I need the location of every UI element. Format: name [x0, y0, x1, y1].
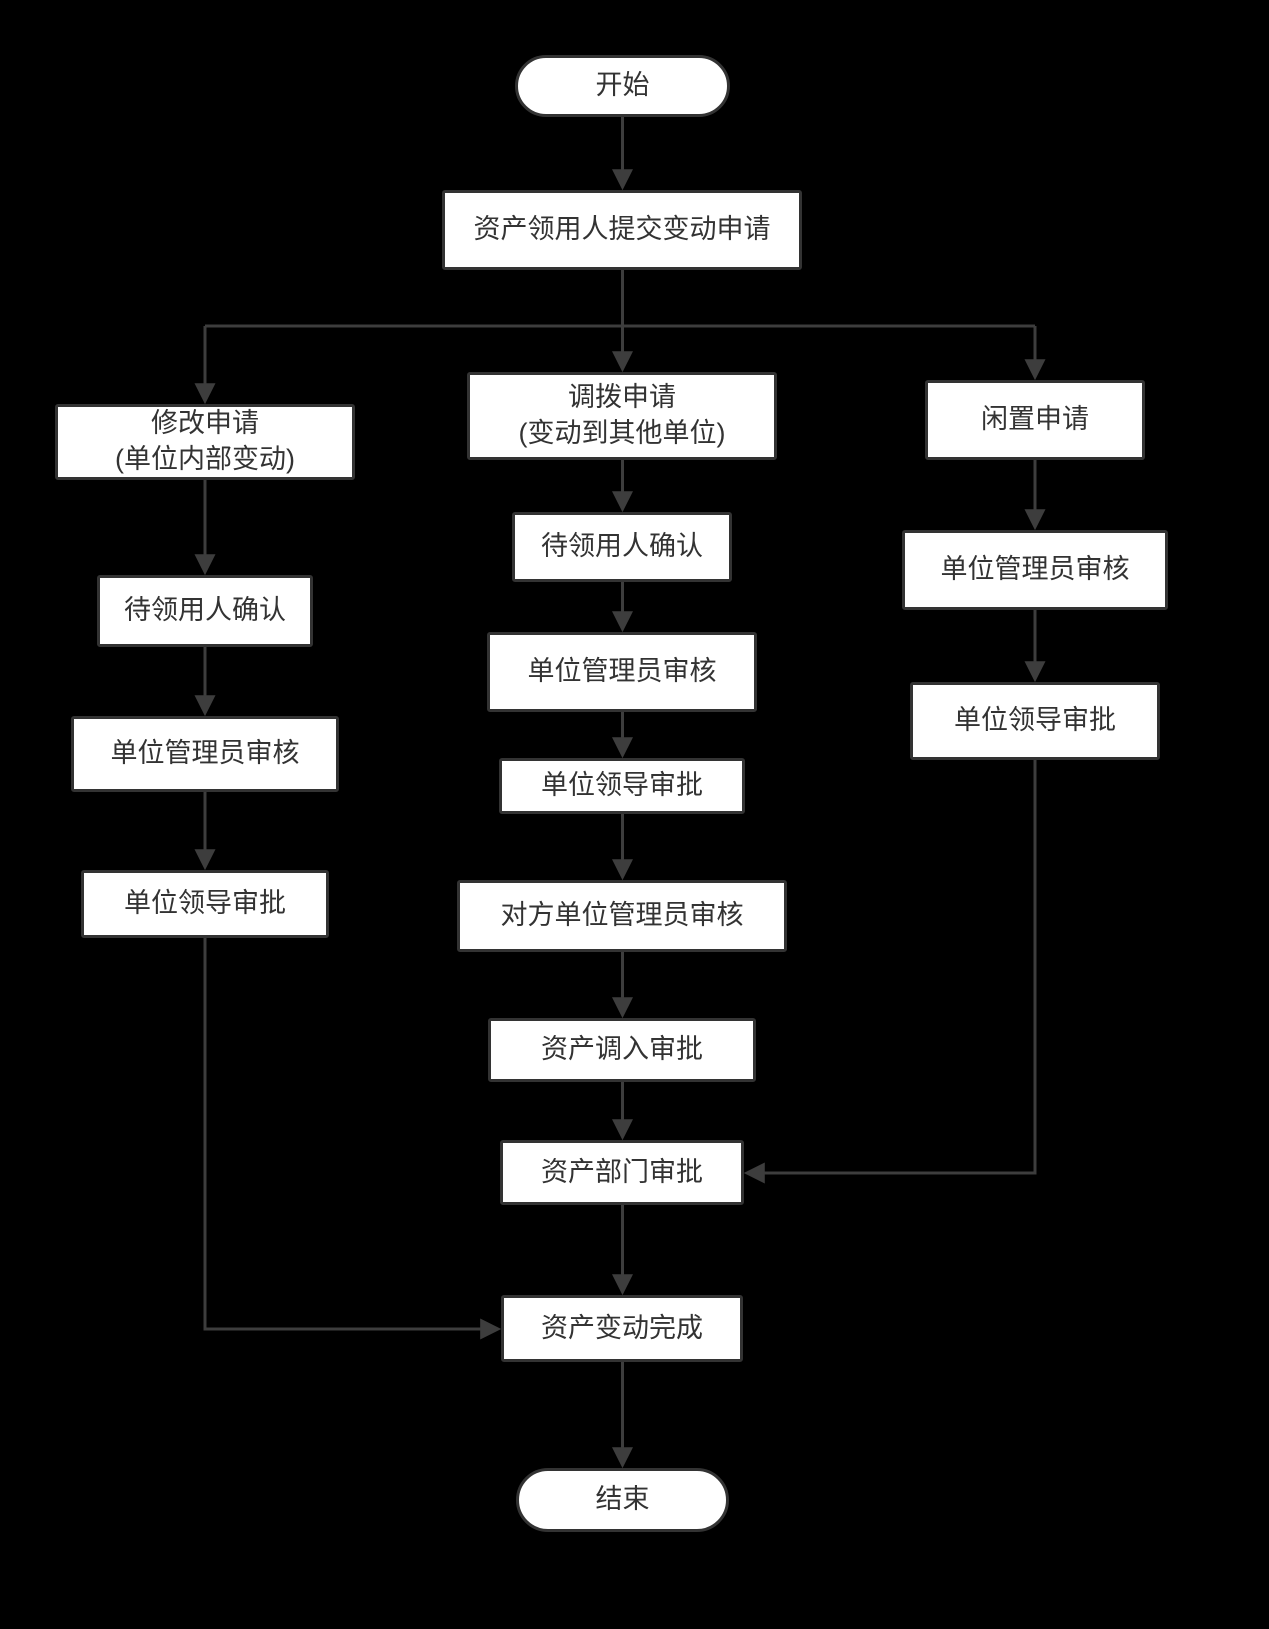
node-label: 单位领导审批	[124, 888, 286, 919]
node-idle-request: 闲置申请	[925, 380, 1145, 460]
node-label: 开始	[595, 70, 650, 101]
node-label: 资产调入审批	[541, 1034, 703, 1065]
node-label-line2: (单位内部变动)	[115, 444, 295, 474]
node-counterpart-admin-review: 对方单位管理员审核	[457, 880, 787, 952]
node-idle-admin-review: 单位管理员审核	[902, 530, 1168, 610]
node-label: 单位管理员审核	[527, 656, 717, 687]
node-transfer-confirm: 待领用人确认	[512, 512, 732, 582]
node-end: 结束	[516, 1468, 729, 1532]
node-label: 资产部门审批	[541, 1156, 703, 1187]
edge-idle-leader-to-dept	[743, 760, 1037, 1184]
node-label: 资产变动完成	[541, 1312, 703, 1343]
node-asset-change-complete: 资产变动完成	[501, 1295, 743, 1362]
node-label-line1: 调拨申请	[568, 382, 676, 413]
node-label: 闲置申请	[981, 404, 1089, 435]
node-modify-admin-review: 单位管理员审核	[71, 716, 339, 792]
node-label-line1: 修改申请	[151, 408, 259, 439]
node-asset-dept-approve: 资产部门审批	[500, 1140, 744, 1205]
edge-modify-leader-to-complete	[203, 938, 502, 1340]
node-label: 待领用人确认	[124, 595, 286, 626]
node-idle-leader-approve: 单位领导审批	[910, 682, 1160, 760]
node-modify-request: 修改申请 (单位内部变动)	[55, 404, 355, 480]
node-submit-request: 资产领用人提交变动申请	[442, 190, 802, 270]
node-transfer-admin-review: 单位管理员审核	[487, 632, 757, 712]
node-label: 资产领用人提交变动申请	[473, 214, 771, 245]
node-transfer-leader-approve: 单位领导审批	[499, 758, 745, 814]
node-label: 单位领导审批	[541, 770, 703, 801]
node-label: 单位管理员审核	[940, 554, 1130, 585]
node-asset-transfer-in-approve: 资产调入审批	[488, 1018, 756, 1082]
node-label: 结束	[595, 1484, 650, 1515]
node-start: 开始	[515, 55, 730, 117]
node-modify-leader-approve: 单位领导审批	[81, 870, 329, 938]
node-modify-confirm: 待领用人确认	[97, 575, 313, 647]
node-label: 单位管理员审核	[110, 738, 300, 769]
node-transfer-request: 调拨申请 (变动到其他单位)	[467, 372, 777, 460]
node-label: 待领用人确认	[541, 531, 703, 562]
node-label: 单位领导审批	[954, 705, 1116, 736]
node-label: 对方单位管理员审核	[500, 900, 744, 931]
node-label-line2: (变动到其他单位)	[518, 418, 726, 448]
